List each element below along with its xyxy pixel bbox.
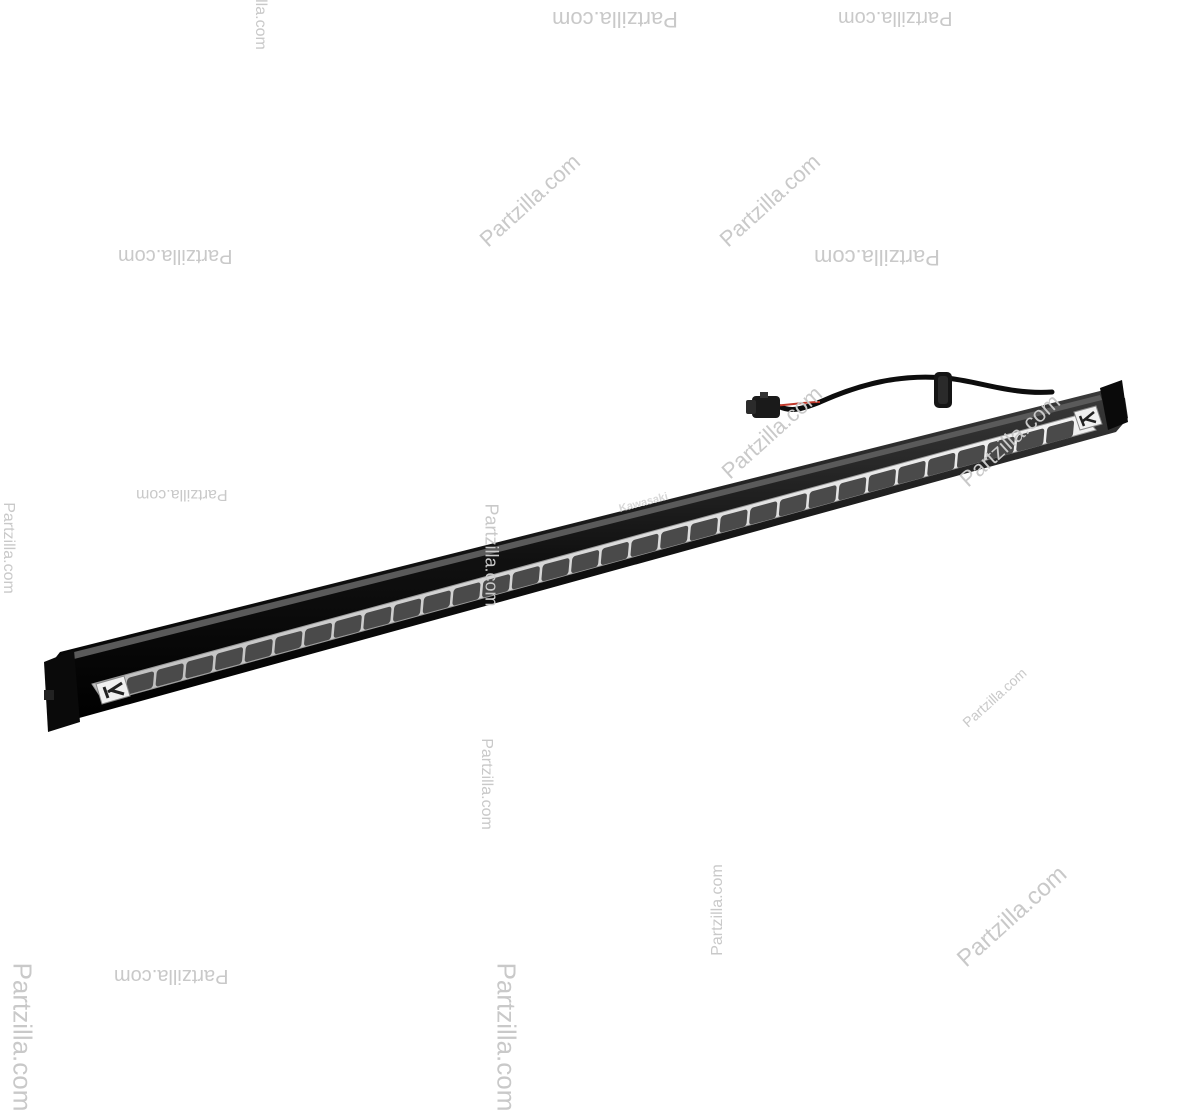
watermark-text: Partzilla.com [475,149,585,252]
led-segment [867,469,896,493]
led-segment [927,452,956,476]
led-segment [452,582,481,606]
led-segment [422,590,451,614]
watermark-text: Partzilla.com [7,962,38,1111]
led-segment [393,598,422,622]
watermark-text: Partzilla.com [481,503,502,607]
led-segment [215,647,244,671]
led-segment [897,461,926,484]
led-segment [986,436,1015,460]
watermark-text: Partzilla.com [0,502,17,594]
watermark-text: Partzilla.com [114,965,229,987]
led-segment [333,614,362,638]
watermark-text: Partzilla.com [838,7,953,29]
led-row [125,420,1075,695]
led-segment [778,493,807,517]
led-segment [274,631,303,654]
connector-plug [746,392,780,418]
led-segment [155,663,184,687]
kawasaki-logo-left [95,675,131,705]
watermark-text: Partzilla.com [118,245,233,267]
led-segment [511,566,540,590]
led-segment [304,622,333,646]
kawasaki-logo-right [1073,405,1103,431]
led-segment [363,606,392,630]
watermark-text: Partzilla.com [959,665,1029,731]
power-cable [775,374,1055,412]
led-segment [1045,420,1075,444]
watermark-text: Partzilla.com [491,962,522,1111]
led-segment [185,655,214,679]
end-cap-right [1100,380,1128,430]
watermark-text: Partzilla.com [952,860,1072,972]
led-segment [689,517,718,541]
led-segment [660,525,689,549]
led-segment [838,477,867,501]
led-segment [808,485,837,509]
led-segment [719,509,748,533]
led-segment [600,542,629,565]
end-cap-left [44,650,80,732]
watermark-text: Partzilla.com [251,0,269,50]
watermark-text: Partzilla.com [814,245,940,270]
led-segment [1016,428,1045,452]
watermark-text: Partzilla.com [136,486,228,503]
cable-grommet [934,372,952,408]
led-segment [630,533,659,557]
led-segment [541,558,570,582]
watermark-text: Partzilla.com [477,738,495,830]
led-segment [749,501,778,525]
led-segment [482,574,511,598]
watermark-text: Partzilla.com [715,149,825,252]
watermark-text: Partzilla.com [708,864,726,956]
led-segment [956,444,985,468]
led-segment [244,639,273,663]
light-bar: Kawasaki [44,372,1128,732]
watermark-text: Partzilla.com [552,7,678,32]
led-segment [571,550,600,573]
housing-top-rail [66,395,1102,660]
led-segment [125,671,155,695]
